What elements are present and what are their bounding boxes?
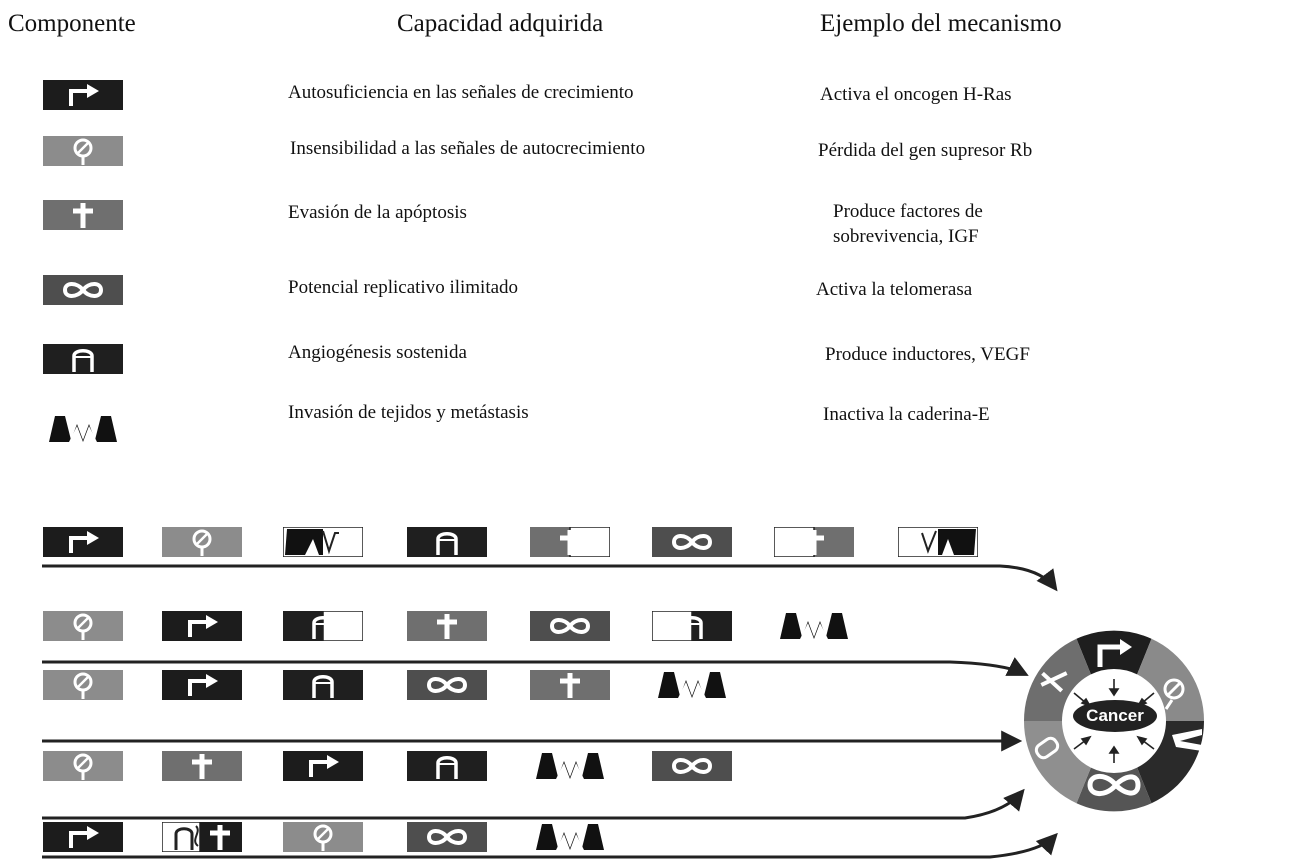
- wheel-segment-invasion: [1137, 721, 1205, 804]
- growth-arrow-icon: [162, 670, 242, 700]
- cross-half-icon: [530, 527, 610, 557]
- table-row: Potencial replicativo ilimitado Activa l…: [0, 275, 1311, 327]
- infinity-icon: [43, 275, 123, 305]
- stop-sign-icon: [43, 670, 123, 700]
- capability-text: Insensibilidad a las señales de autocrec…: [290, 138, 646, 159]
- cancer-wheel: [1023, 630, 1205, 812]
- cross-icon: [162, 751, 242, 781]
- growth-arrow-icon: [1097, 639, 1132, 667]
- infinity-icon: [652, 751, 732, 781]
- stop-sign-icon: [43, 611, 123, 641]
- cancer-center-label: Cancer: [1073, 700, 1157, 732]
- pathway-4-arrow: [42, 788, 1025, 820]
- capability-text: Potencial replicativo ilimitado: [288, 277, 519, 298]
- header-mechanism: Ejemplo del mecanismo: [820, 10, 1062, 37]
- growth-arrow-icon: [43, 527, 123, 557]
- table-row: Autosuficiencia en las señales de crecim…: [0, 80, 1311, 130]
- cross-icon: [1040, 671, 1068, 693]
- infinity-icon: [652, 527, 732, 557]
- vessel-half-icon: [283, 611, 363, 641]
- vessel-icon: [1034, 736, 1060, 760]
- capability-text: Invasión de tejidos y metástasis: [288, 402, 529, 423]
- wheel-segment-vessel: [1023, 721, 1091, 804]
- cross-icon: [43, 200, 123, 230]
- pathway-5-arrow: [42, 832, 1058, 859]
- capability-text: Angiogénesis sostenida: [288, 342, 467, 363]
- capability-text: Autosuficiencia en las señales de crecim…: [288, 82, 634, 103]
- table-row: Angiogénesis sostenida Produce inductore…: [0, 342, 1311, 392]
- capability-text: Evasión de la apóptosis: [288, 202, 467, 223]
- table-row: Invasión de tejidos y metástasis Inactiv…: [0, 402, 1311, 452]
- stop-sign-icon: [43, 136, 123, 166]
- infinity-icon: [530, 611, 610, 641]
- vessel-half-left-icon: [652, 611, 732, 641]
- mechanism-text: Produce factores de sobrevivencia, IGF: [833, 201, 983, 247]
- stop-sign-icon: [1163, 678, 1185, 710]
- infinity-icon: [1087, 774, 1141, 796]
- invasion-icon: [530, 822, 610, 852]
- mechanism-text: Activa el oncogen H-Ras: [820, 84, 1012, 105]
- header-capability: Capacidad adquirida: [397, 10, 604, 37]
- vessel-icon: [407, 527, 487, 557]
- growth-arrow-icon: [283, 751, 363, 781]
- invasion-icon: [43, 414, 123, 444]
- growth-arrow-icon: [162, 611, 242, 641]
- table-row: Evasión de la apóptosis Produce factores…: [0, 200, 1311, 252]
- vessel-icon: [283, 670, 363, 700]
- header-component: Componente: [8, 10, 136, 37]
- stop-sign-icon: [283, 822, 363, 852]
- growth-arrow-icon: [43, 822, 123, 852]
- invasion-half-left-icon: [898, 527, 978, 557]
- vessel-cross-icon: [162, 822, 242, 852]
- wheel-segment-growth: [1076, 630, 1152, 675]
- mechanism-text: Inactiva la caderina-E: [823, 404, 990, 425]
- mechanism-text: Produce inductores, VEGF: [825, 344, 1030, 365]
- table-row: Insensibilidad a las señales de autocrec…: [0, 136, 1311, 188]
- infinity-icon: [407, 822, 487, 852]
- vessel-icon: [407, 751, 487, 781]
- invasion-icon: [652, 670, 732, 700]
- mechanism-text: Pérdida del gen supresor Rb: [818, 140, 1033, 161]
- mechanism-text: Activa la telomerasa: [816, 279, 973, 300]
- growth-arrow-icon: [43, 80, 123, 110]
- infinity-icon: [407, 670, 487, 700]
- wheel-segment-cross: [1023, 638, 1091, 721]
- stop-sign-icon: [162, 527, 242, 557]
- stop-sign-icon: [43, 751, 123, 781]
- invasion-icon: [530, 751, 610, 781]
- cross-icon: [407, 611, 487, 641]
- cross-icon: [530, 670, 610, 700]
- invasion-icon: [774, 611, 854, 641]
- pathway-1-arrow: [42, 564, 1058, 592]
- invasion-half-icon: [283, 527, 363, 557]
- vessel-icon: [43, 344, 123, 374]
- invasion-icon: [1172, 729, 1202, 751]
- cross-half-left-icon: [774, 527, 854, 557]
- pathway-2-arrow: [42, 657, 1029, 676]
